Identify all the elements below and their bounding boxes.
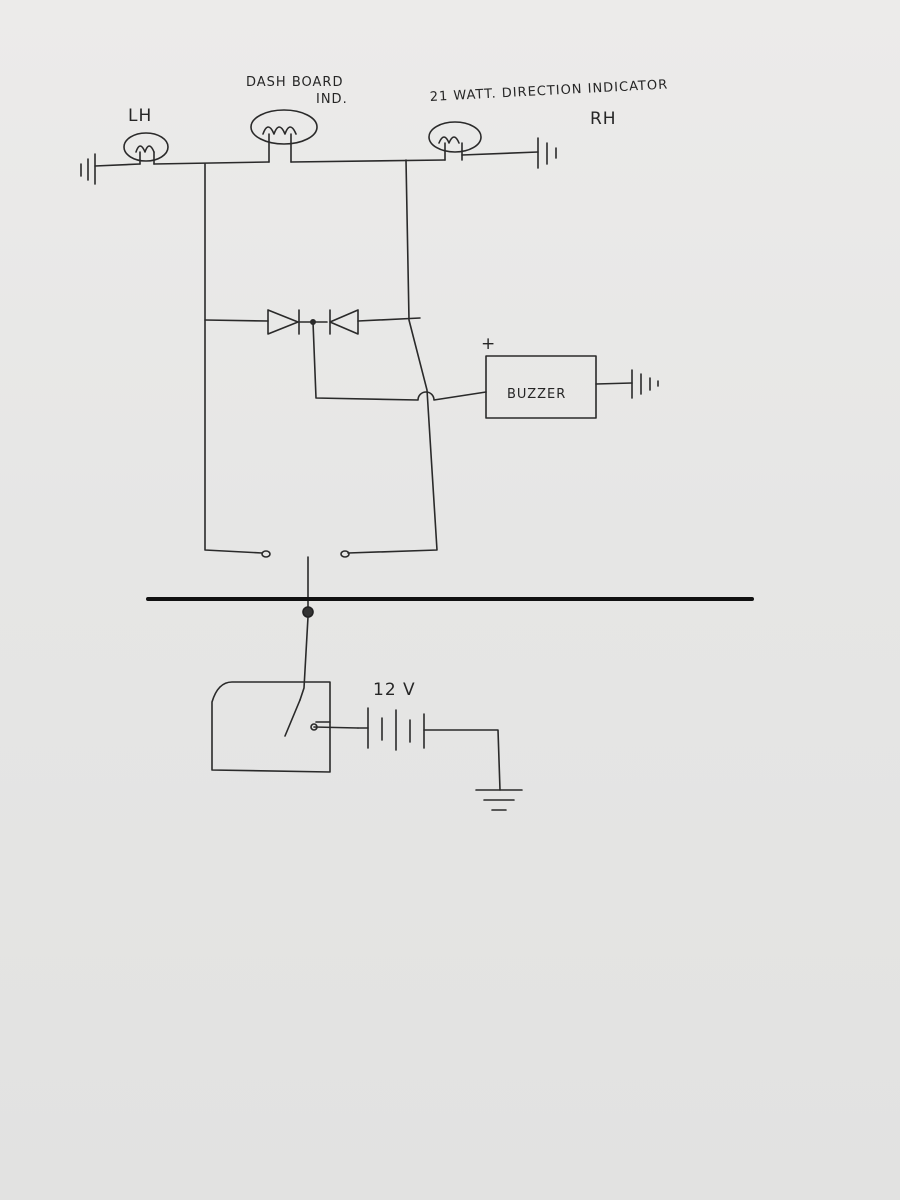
buzzer-earth-symbol — [595, 369, 659, 399]
switch-terminal-left — [261, 550, 271, 558]
left-rail-wire — [204, 163, 263, 554]
lh-lamp — [123, 132, 169, 165]
diode-pair — [204, 309, 421, 335]
voltage-label: 12 V — [373, 680, 416, 700]
dash-ind-label: IND. — [316, 92, 348, 107]
buzzer-label: BUZZER — [507, 387, 566, 402]
switch-terminal-right — [340, 550, 350, 558]
flasher-contact — [284, 699, 331, 737]
ground-symbol — [475, 789, 523, 811]
dash-board-label: DASH BOARD — [246, 75, 343, 90]
dashboard-indicator-lamp — [250, 109, 318, 163]
direction-indicator-label: 21 WATT. DIRECTION INDICATOR — [429, 78, 668, 105]
top-bus-left — [153, 161, 270, 165]
rh-label: RH — [590, 109, 617, 129]
lh-earth-symbol — [80, 153, 141, 185]
switch-pivot — [302, 606, 314, 618]
top-bus-right — [290, 159, 446, 163]
battery-12v — [357, 707, 425, 751]
right-rail-wire — [347, 159, 438, 554]
flasher-unit-box — [211, 681, 331, 773]
rh-earth-symbol — [461, 137, 557, 169]
diode-center-tap-wire — [312, 321, 487, 401]
lh-label: LH — [128, 106, 152, 126]
battery-to-ground-wire — [423, 729, 501, 791]
buzzer-box — [485, 355, 597, 419]
buzzer-plus-label: + — [481, 334, 496, 354]
pivot-down-wire — [299, 616, 309, 701]
rh-lamp — [428, 121, 482, 161]
